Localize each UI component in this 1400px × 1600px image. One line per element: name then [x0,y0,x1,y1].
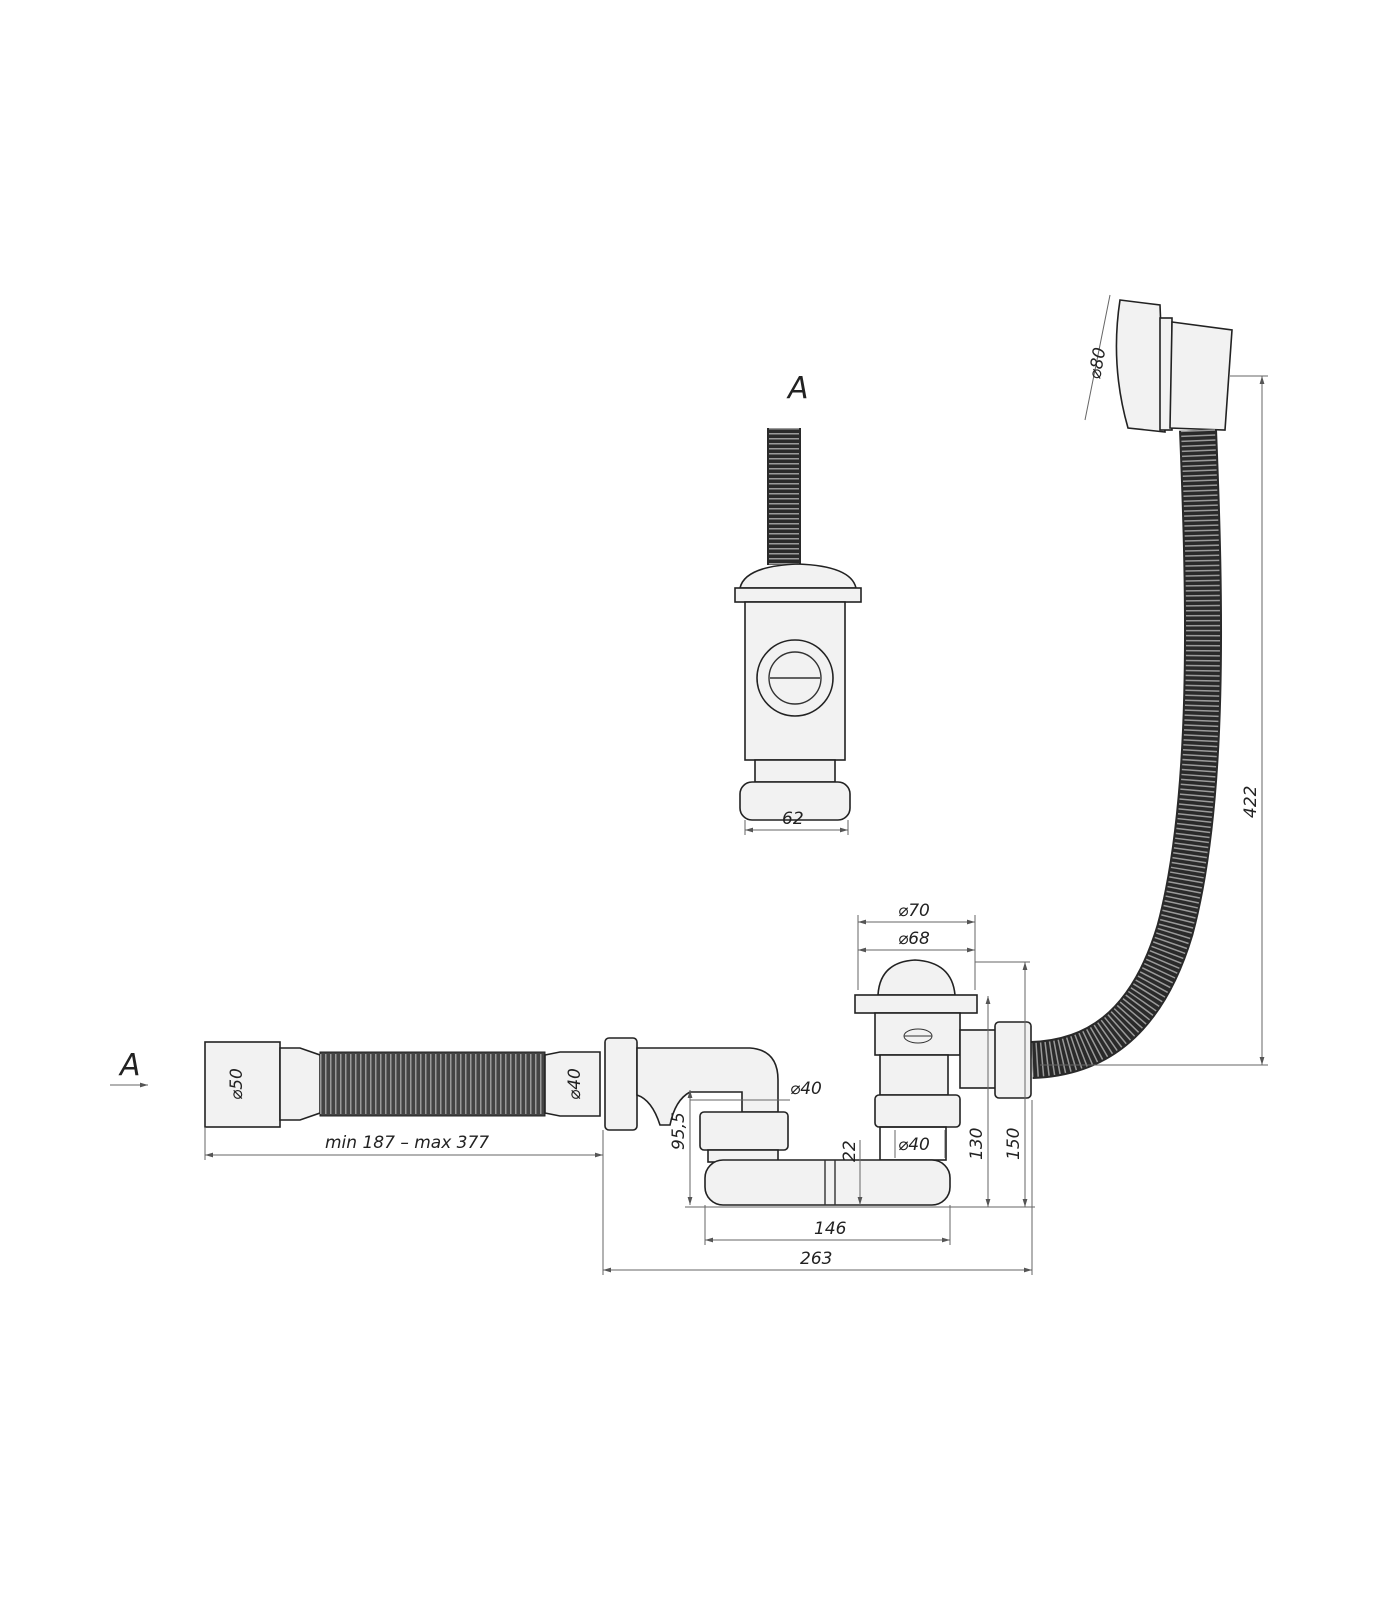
dim-overflow-80: ⌀80 [1085,346,1110,381]
top-view-cap [738,563,858,589]
top-view-a: A 62 [734,371,862,835]
drain-cap [877,959,956,996]
logo-mark [903,1028,933,1044]
overflow-nut [994,1021,1032,1099]
siphon-inlet-nut [604,1037,638,1131]
dim-62: 62 [782,809,804,829]
dim-130: 130 [967,1128,987,1160]
siphon: ⌀40 95,5 22 130 150 146 263 [602,961,1035,1275]
dim-hose-40: ⌀40 [565,1068,585,1100]
dim-22: 22 [840,1140,860,1162]
dim-siphon-40: ⌀40 [790,1079,822,1099]
siphon-elbow [636,1047,779,1126]
outlet-hose: A ⌀50 ⌀40 min 187 – max 377 [110,1041,603,1160]
drain-nut [874,1094,961,1128]
corrugated-section [319,1051,546,1117]
siphon-bottle [704,1159,951,1206]
dim-146: 146 [814,1219,847,1239]
overflow-assembly: ⌀80 422 [1030,294,1268,1079]
view-label-top: A [786,371,809,406]
dim-drain-40: ⌀40 [898,1135,930,1155]
top-view-base [739,781,851,821]
siphon-nut [699,1111,789,1151]
dim-outlet-50: ⌀50 [227,1068,247,1100]
view-label-side: A [118,1048,141,1083]
drain-flange [854,994,978,1014]
drain-outlet-dimension: ⌀40 [894,1130,946,1158]
dim-cap-68: ⌀68 [898,929,930,949]
dim-95-5: 95,5 [669,1112,689,1150]
outlet-sleeve [204,1041,281,1128]
dim-hose-length: min 187 – max 377 [325,1133,489,1153]
overflow-body [1169,321,1233,431]
top-view-flange [734,587,862,603]
dim-422: 422 [1241,786,1261,818]
dim-150: 150 [1004,1128,1024,1160]
dim-cap-70: ⌀70 [898,901,930,921]
overflow-cover [1115,299,1166,433]
dim-263: 263 [800,1249,832,1269]
drain-assembly: ⌀70 ⌀68 [854,901,1032,1128]
overflow-hose [1030,429,1223,1079]
